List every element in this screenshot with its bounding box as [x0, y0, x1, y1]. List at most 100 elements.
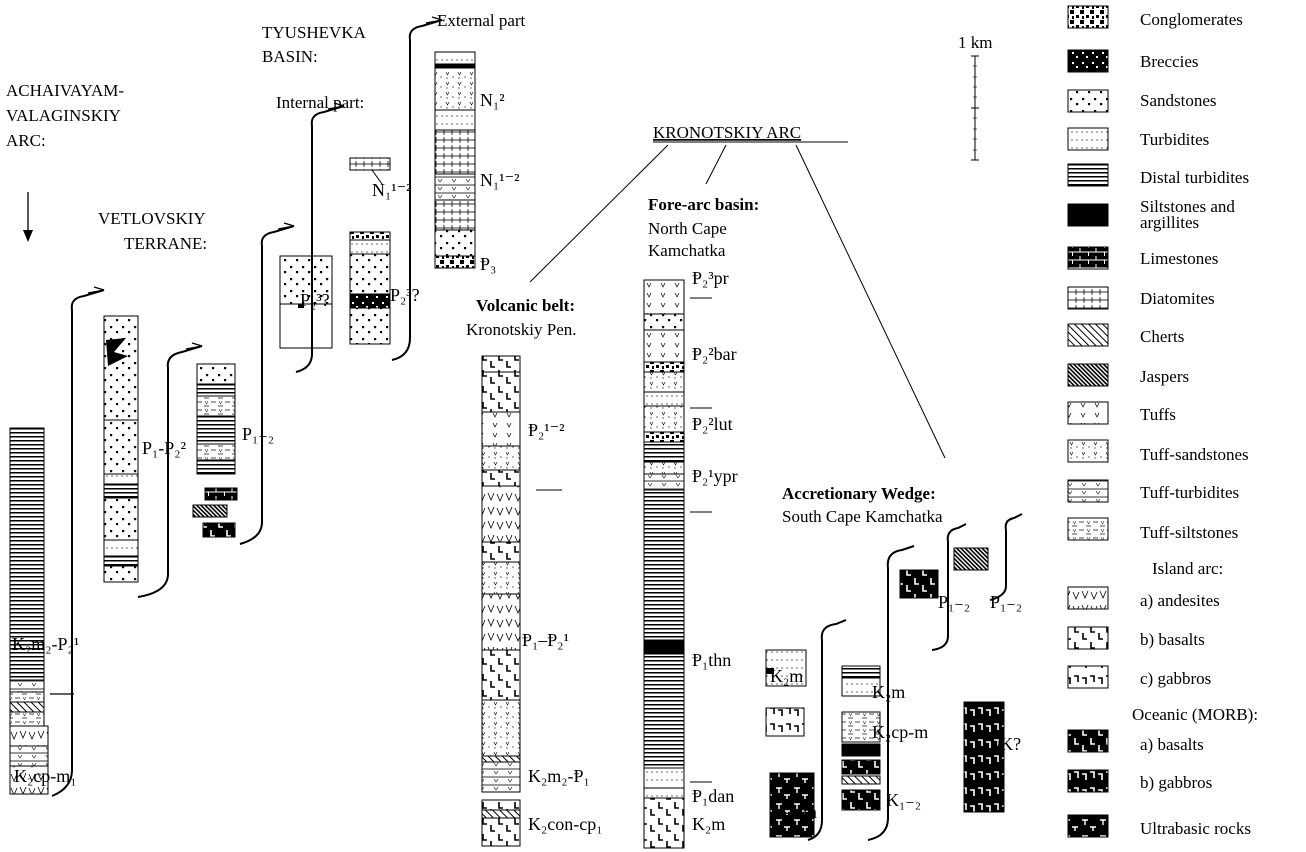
tyushevka-title-line2: BASIN: — [262, 47, 318, 66]
legend-swatch-gabbro — [1068, 666, 1108, 688]
age-tyu-n12-top: N₁² — [480, 90, 505, 110]
legend-label-conglomerate: Conglomerates — [1140, 10, 1243, 29]
legend-swatch-breccia — [1068, 50, 1108, 72]
legend-swatch-ultrabasic — [1068, 815, 1108, 837]
age-aw-k12: K₁₋₂ — [886, 790, 921, 810]
achaivayam-title-line1: ACHAIVAYAM- — [6, 81, 124, 100]
age-achai-bottom: K₂cp-m₁ — [14, 766, 77, 786]
tyushevka-title-line1: TYUSHEVKA — [262, 23, 367, 42]
legend-label-andesite: a) andesites — [1140, 591, 1220, 610]
volcanic-belt-title: Volcanic belt: — [476, 296, 575, 315]
legend-swatch-conglomerate — [1068, 6, 1108, 28]
column-volcanic-belt: Ᵽ₂¹⁻² Ᵽ₁–Ᵽ₂¹ K₂m₂-Ᵽ₁ K₂con-cp₁ — [482, 356, 603, 846]
age-tyu-p23a: P₂³? — [300, 290, 330, 310]
legend-swatch-distal — [1068, 164, 1108, 186]
legend-swatch-andesite — [1068, 587, 1108, 609]
age-aw-k2m-a: K₂m — [770, 666, 803, 686]
accretionary-title: Accretionary Wedge: — [782, 484, 936, 503]
legend-swatch-basalt — [1068, 627, 1108, 649]
column-forearc: Ᵽ₂³pr Ᵽ₂²bar Ᵽ₂²lut Ᵽ₂¹ypr Ᵽ₁thn Ᵽ₁dan K… — [644, 268, 738, 848]
age-aw-p12b: P₁₋₂ — [990, 592, 1022, 612]
age-aw-k2m-b: K₂m — [872, 682, 905, 702]
age-vb-k2con: K₂con-cp₁ — [528, 814, 603, 834]
age-fa-pr: Ᵽ₂³pr — [692, 268, 729, 288]
age-aw-k2cpm: K₂cp-m — [872, 722, 928, 742]
legend-oceanic-title: Oceanic (MORB): — [1132, 705, 1258, 724]
legend-island-arc-title: Island arc: — [1152, 559, 1223, 578]
age-vb-p1p2: Ᵽ₁–Ᵽ₂¹ — [522, 630, 569, 650]
legend-label-basalt: b) basalts — [1140, 630, 1205, 649]
legend-label-ultrabasic: Ultrabasic rocks — [1140, 819, 1251, 838]
age-vb-k2m2: K₂m₂-Ᵽ₁ — [528, 766, 590, 786]
legend-label-obasalt: a) basalts — [1140, 735, 1204, 754]
age-fa-bar: Ᵽ₂²bar — [692, 344, 737, 364]
legend-swatch-obasalt — [1068, 730, 1108, 752]
age-tyu-n12-small: N₁¹⁻² — [372, 180, 412, 200]
legend-label-sandstone: Sandstones — [1140, 91, 1217, 110]
legend-label-tuffsand: Tuff-sandstones — [1140, 445, 1249, 464]
age-fa-dan: Ᵽ₁dan — [692, 786, 734, 806]
legend: Conglomerates Breccies Sandstones Turbid… — [1068, 6, 1258, 838]
column-vetlovskiy-2: P₁₋₂ — [193, 223, 294, 544]
age-fa-ypr: Ᵽ₂¹ypr — [692, 466, 738, 486]
legend-label-tuffturb: Tuff-turbidites — [1140, 483, 1239, 502]
arrowhead-icon — [23, 230, 33, 242]
legend-label-ogabbro: b) gabbros — [1140, 773, 1212, 792]
achaivayam-title-line2: VALAGINSKIY — [6, 106, 121, 125]
legend-label-diatomite: Diatomites — [1140, 289, 1215, 308]
legend-swatch-siltstone — [1068, 204, 1108, 226]
achaivayam-title-line3: ARC: — [6, 131, 46, 150]
age-vet1: P₁-P₂² — [142, 438, 186, 458]
legend-label-tuff: Tuffs — [1140, 405, 1176, 424]
legend-swatch-tuff — [1068, 402, 1108, 424]
legend-swatch-jasper — [1068, 364, 1108, 386]
legend-swatch-sandstone — [1068, 90, 1108, 112]
volcanic-belt-subtitle: Kronotskiy Pen. — [466, 320, 577, 339]
tyushevka-external-label: External part — [437, 11, 526, 30]
legend-swatch-tuffturb — [1068, 480, 1108, 502]
vetlovskiy-title-line1: VETLOVSKIY — [98, 209, 206, 228]
age-fa-k2m: K₂m — [692, 814, 725, 834]
column-vetlovskiy-1: P₁-P₂² — [104, 316, 202, 597]
kronotskiy-line-forearc — [706, 145, 726, 184]
age-achai-top: K₂m₂-P₂¹ — [12, 634, 79, 654]
tyushevka-internal-label: Internal part: — [276, 93, 364, 112]
age-fa-thn: Ᵽ₁thn — [692, 650, 731, 670]
kronotskiy-arc-title: KRONOTSKIY ARC — [653, 123, 801, 142]
legend-label-gabbro: c) gabbros — [1140, 669, 1211, 688]
age-tyu-n12: N₁¹⁻² — [480, 170, 520, 190]
legend-label-distal: Distal turbidites — [1140, 168, 1249, 187]
legend-swatch-tuffsand — [1068, 440, 1108, 462]
legend-swatch-limestone — [1068, 247, 1108, 269]
legend-swatch-tuffsilt — [1068, 518, 1108, 540]
legend-swatch-ogabbro — [1068, 770, 1108, 792]
accretionary-subtitle: South Cape Kamchatka — [782, 507, 943, 526]
legend-label-tuffsilt: Tuff-siltstones — [1140, 523, 1238, 542]
legend-label-siltstone-2: argillites — [1140, 213, 1199, 232]
age-tyu-p23b: P₂³? — [390, 285, 420, 305]
age-fa-lut: Ᵽ₂²lut — [692, 414, 733, 434]
age-aw-osm: O — [782, 798, 795, 818]
legend-label-chert: Cherts — [1140, 327, 1184, 346]
forearc-title: Fore-arc basin: — [648, 195, 759, 214]
forearc-subtitle-1: North Cape — [648, 219, 727, 238]
age-vet2: P₁₋₂ — [242, 424, 274, 444]
age-vb-p212: Ᵽ₂¹⁻² — [528, 420, 565, 440]
age-tyu-p3: Ᵽ₃ — [480, 254, 496, 274]
vetlovskiy-title-line2: TERRANE: — [124, 234, 207, 253]
legend-swatch-chert — [1068, 324, 1108, 346]
legend-label-breccia: Breccies — [1140, 52, 1199, 71]
legend-swatch-diatomite — [1068, 287, 1108, 309]
scale-bar: 1 km — [958, 33, 992, 160]
scale-label: 1 km — [958, 33, 992, 52]
age-aw-osm-sub: sm — [796, 802, 817, 822]
legend-label-jasper: Jaspers — [1140, 367, 1189, 386]
legend-label-limestone: Limestones — [1140, 249, 1218, 268]
column-accretionary: K₂m O sm K₂m K₂cp-m K₁₋₂ P₁₋₂ P₁₋₂ νK? — [766, 514, 1022, 840]
column-tyushevka-1: P₂³? — [280, 103, 344, 372]
kronotskiy-line-accretionary — [796, 145, 945, 458]
age-aw-vk: νK? — [992, 734, 1021, 754]
column-achaivayam: K₂m₂-P₂¹ K₂cp-m₁ — [10, 287, 104, 796]
forearc-subtitle-2: Kamchatka — [648, 241, 726, 260]
